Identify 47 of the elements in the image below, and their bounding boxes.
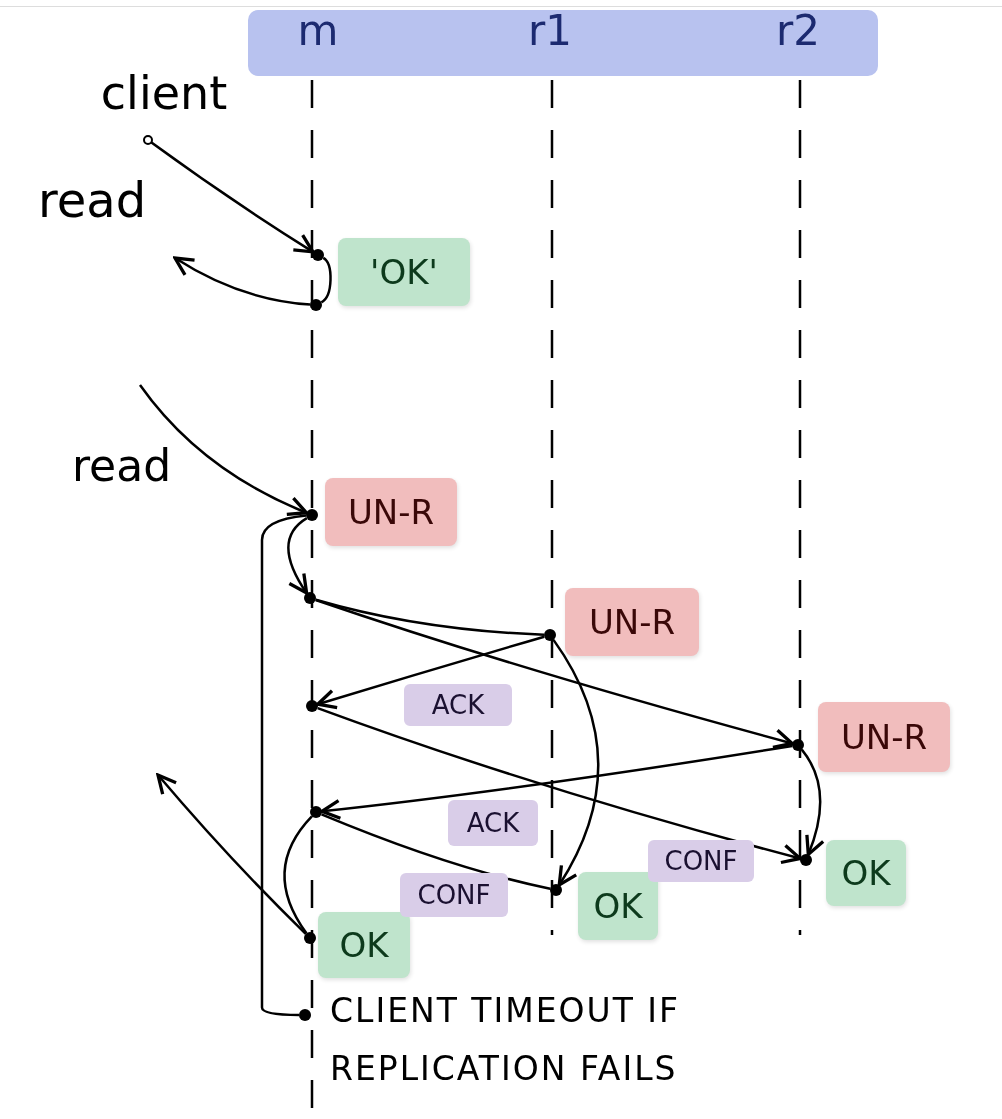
arrow [156,773,307,935]
event-dot [544,629,556,641]
edge-label: ACK [404,684,512,726]
event-dot [800,854,812,866]
annotation-text: CLIENT TIMEOUT IF REPLICATION FAILS [330,990,682,1090]
arrow [800,748,825,857]
arrow [317,706,802,865]
connector-line [260,514,307,1017]
lifeline-title: r2 [748,8,848,58]
event-dot [306,509,318,521]
arrow [143,135,315,254]
event-dot [299,1009,311,1021]
arrow [287,517,309,595]
text-label: read [72,440,172,491]
connector-line [320,256,332,304]
arrow [320,744,793,820]
status-tag: UN-R [325,478,457,546]
status-tag: OK [826,840,906,906]
connector-line [315,598,545,636]
actor-label: client [74,68,254,140]
lifeline-title: r1 [505,8,595,58]
event-dot [310,806,322,818]
connector-line [321,813,551,890]
arrow [315,598,794,749]
connector-line [283,815,313,934]
event-dot [312,249,324,261]
event-dot [306,700,318,712]
arrow [552,639,600,887]
status-tag: UN-R [818,702,950,772]
event-dot [792,739,804,751]
event-dot [310,299,322,311]
arrow [139,384,309,516]
status-tag: OK [578,872,658,940]
lifeline-title: m [293,8,343,58]
status-tag: OK [318,912,410,978]
edge-label: ACK [448,800,538,846]
event-dot [550,884,562,896]
text-label: read [38,172,147,228]
status-tag: 'OK' [338,238,470,306]
status-tag: UN-R [565,588,699,656]
arrow [173,256,311,306]
header-band [248,10,878,76]
arrow [316,635,545,710]
edge-label: CONF [400,873,508,917]
event-dot [304,932,316,944]
edge-label: CONF [648,840,754,882]
event-dot [304,592,316,604]
